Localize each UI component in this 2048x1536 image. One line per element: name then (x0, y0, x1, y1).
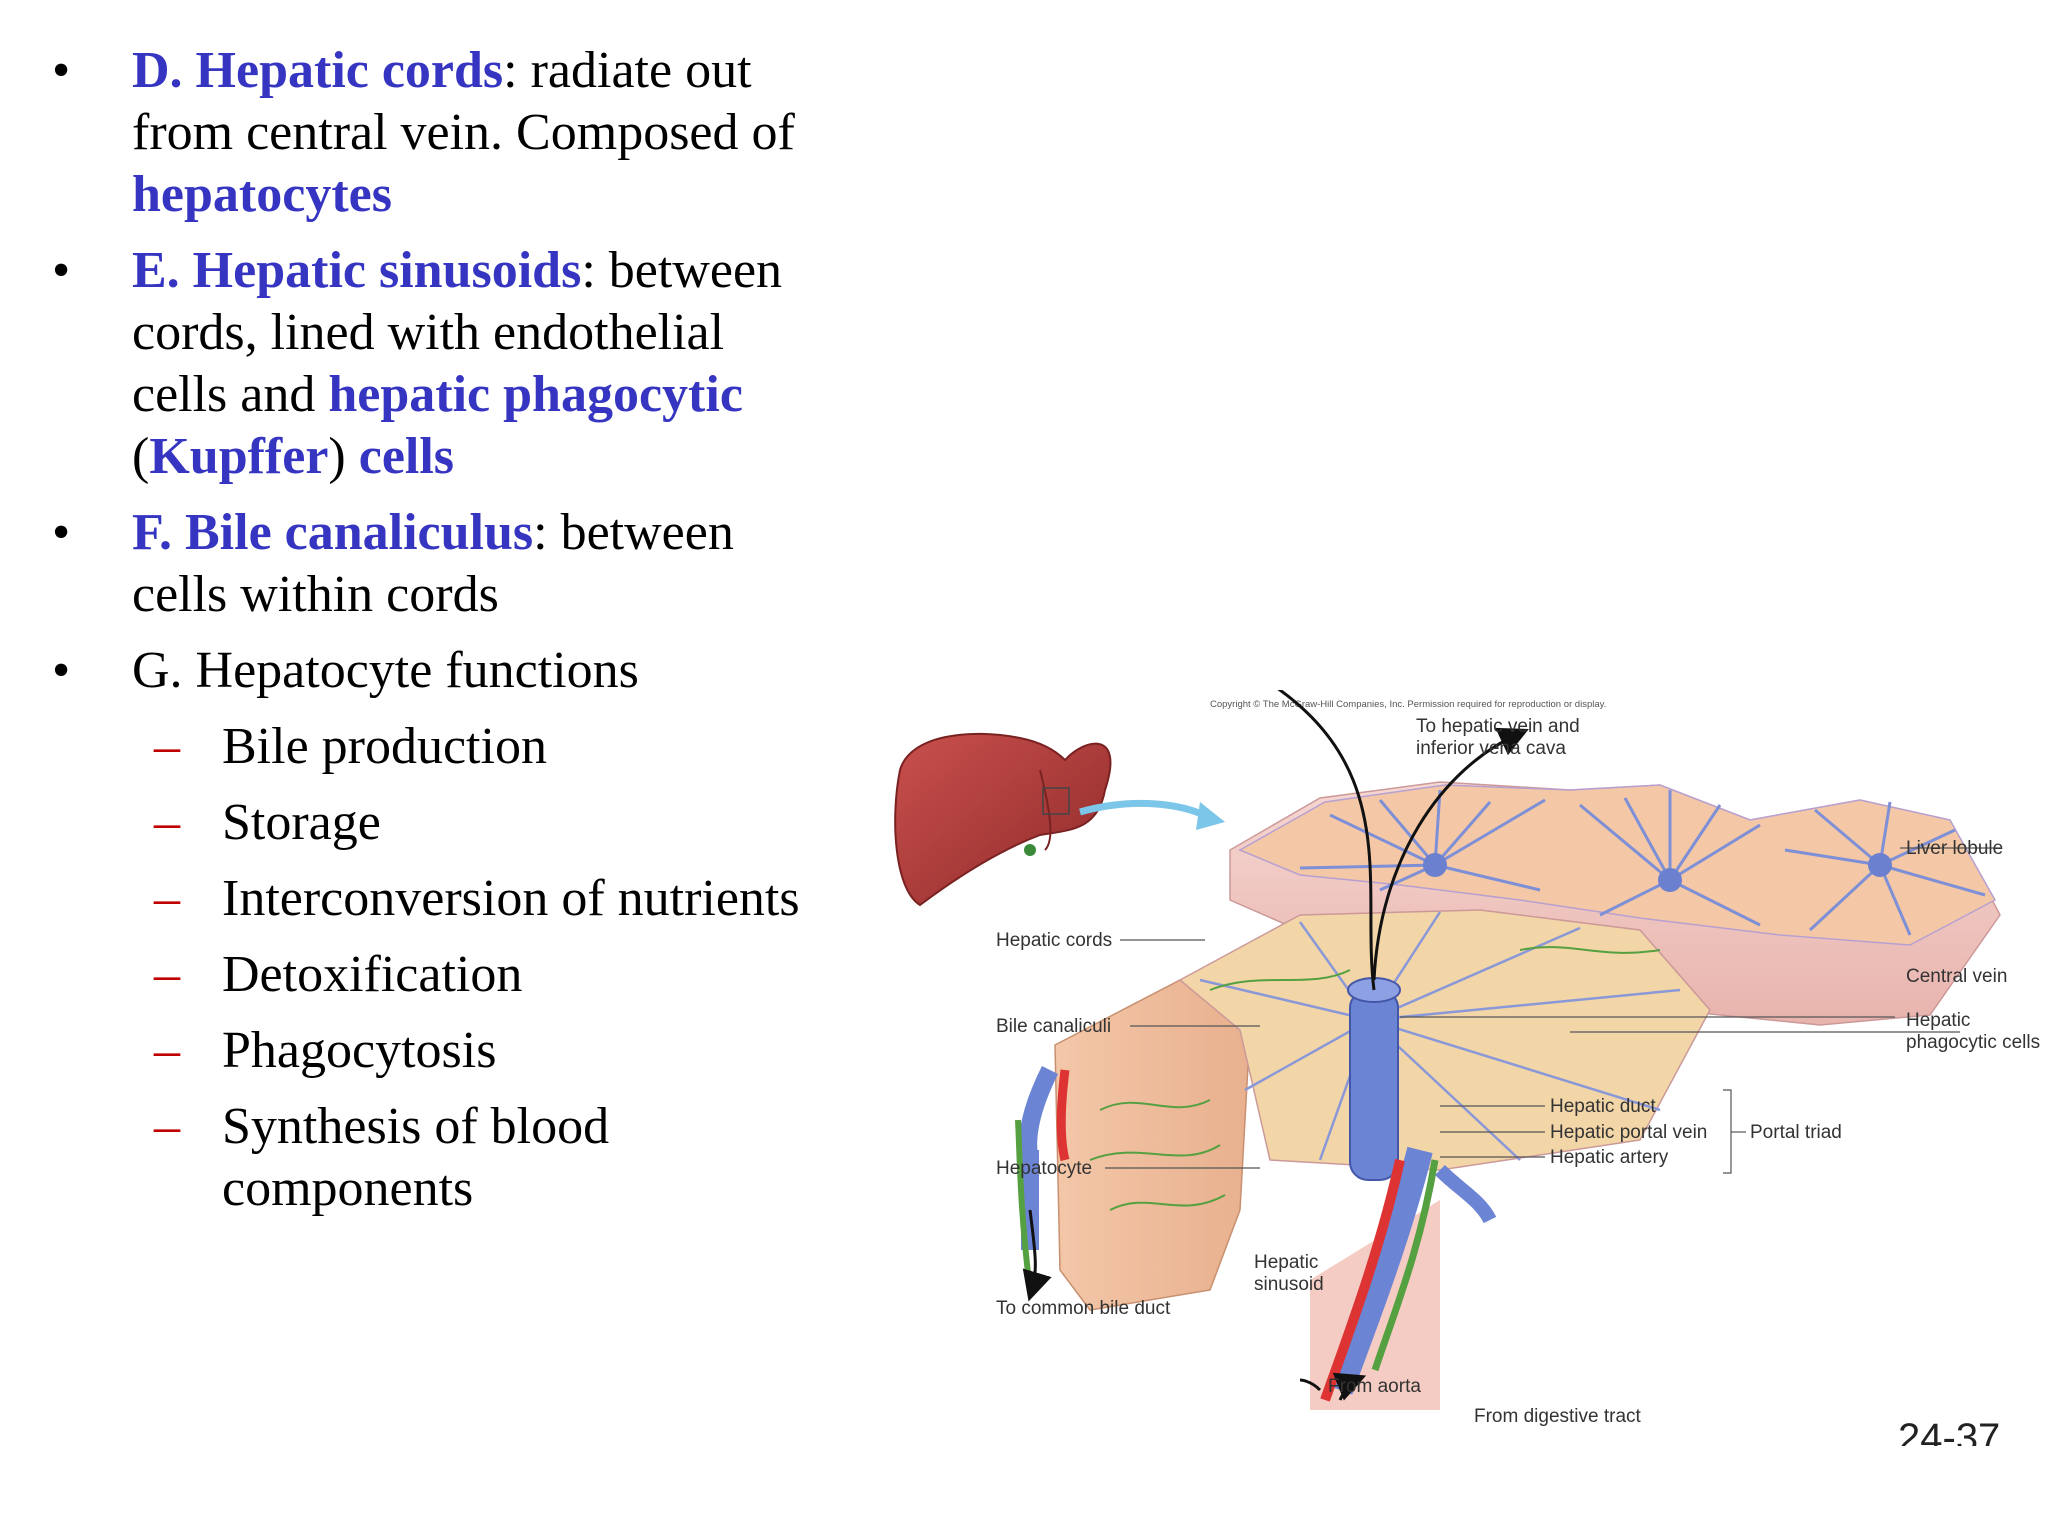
bullet-text: : between cells within cords (132, 504, 734, 623)
label-hepatic-cords: Hepatic cords (996, 930, 1112, 951)
bullet-hepatocyte-functions: • G. Hepatocyte functions –Bile producti… (50, 640, 830, 1220)
function-label: Storage (222, 794, 381, 851)
function-label: Detoxification (222, 946, 523, 1003)
lobule-block (1015, 690, 2001, 1410)
label-sinusoid: sinusoid (1254, 1274, 1324, 1295)
bullet-dot: • (52, 242, 71, 299)
label-hepatic-duct: Hepatic duct (1550, 1096, 1656, 1117)
label-hepatic-sinusoid: Hepatic (1254, 1252, 1318, 1273)
bullet-text: : between cords, lined with endothelial … (132, 242, 783, 423)
lobule-top (1238, 784, 1997, 946)
term-hepatocytes: hepatocytes (132, 166, 392, 223)
label-inferior-vena-cava: inferior vena cava (1416, 738, 1566, 759)
function-label: Phagocytosis (222, 1022, 497, 1079)
bullet-text: : radiate out from central vein. Compose… (132, 42, 795, 161)
arrow-from-aorta (1299, 1378, 1322, 1392)
label-liver-lobule: Liver lobule (1906, 838, 2003, 859)
term-hepatic-cords: D. Hepatic cords (132, 42, 504, 99)
bullet-text: G. Hepatocyte functions (132, 642, 639, 699)
label-portal-triad: Portal triad (1750, 1122, 1842, 1143)
bile-canaliculi-lines (1089, 946, 1661, 1211)
label-hepatic-portal-vein: Hepatic portal vein (1550, 1122, 1707, 1143)
leader-lines (1105, 847, 2000, 1174)
bullet-bile-canaliculus: • F. Bile canaliculus: between cells wit… (50, 502, 830, 626)
term-bile-canaliculus: F. Bile canaliculus (132, 504, 534, 561)
label-hepatocyte: Hepatocyte (996, 1158, 1092, 1179)
function-label: Interconversion of nutrients (222, 870, 800, 927)
label-phagocytic-cells: phagocytic cells (1906, 1032, 2040, 1053)
term-cells: cells (358, 428, 455, 485)
function-item: –Bile production (50, 716, 830, 778)
label-from-aorta: From aorta (1328, 1376, 1421, 1397)
liver-lobule-figure: Copyright © The McGraw-Hill Companies, I… (894, 690, 2040, 1427)
dash-marker: – (154, 1022, 180, 1079)
label-to-hepatic-vein: To hepatic vein and (1416, 716, 1580, 737)
function-label: Bile production (222, 718, 547, 775)
arrow-to-hepatic-vein (1277, 690, 1376, 991)
arrow-to-common-bile-duct (1022, 1209, 1052, 1302)
dash-marker: – (154, 718, 180, 775)
bullet-list: • D. Hepatic cords: radiate out from cen… (50, 40, 830, 1234)
dash-marker: – (154, 870, 180, 927)
arrow-up-to-vena-cava (1372, 727, 1529, 981)
bullet-dot: • (52, 504, 71, 561)
dash-marker: – (154, 946, 180, 1003)
portal-triad-left (1015, 1065, 1070, 1291)
label-hepatic-phagocytic: Hepatic (1906, 1010, 1970, 1031)
function-item: –Detoxification (50, 944, 830, 1006)
slide-number: 24-37 (1898, 1416, 2001, 1446)
arrow-from-digestive-tract (1332, 1372, 1367, 1401)
function-item: –Synthesis of blood components (50, 1096, 830, 1220)
bullet-hepatic-sinusoids: • E. Hepatic sinusoids: between cords, l… (50, 240, 830, 488)
bullet-hepatic-cords: • D. Hepatic cords: radiate out from cen… (50, 40, 830, 226)
bullet-text: ( (132, 428, 150, 485)
label-from-digestive-tract: From digestive tract (1474, 1406, 1642, 1427)
dash-marker: – (154, 794, 180, 851)
dash-marker: – (154, 1098, 180, 1155)
lobule-center (1423, 853, 1447, 877)
label-to-common-bile-duct: To common bile duct (996, 1298, 1171, 1319)
label-central-vein: Central vein (1906, 966, 2007, 987)
bullet-text: ) (328, 428, 359, 485)
cords-spokes (1199, 911, 1681, 1161)
function-item: –Interconversion of nutrients (50, 868, 830, 930)
label-hepatic-artery: Hepatic artery (1550, 1147, 1669, 1168)
cords-section (1178, 909, 1711, 1171)
bullet-dot: • (52, 642, 71, 699)
liver-illustration (894, 732, 1112, 907)
term-kupffer: Kupffer (149, 428, 329, 485)
term-hepatic-sinusoids: E. Hepatic sinusoids (132, 242, 582, 299)
bullet-dot: • (52, 42, 71, 99)
label-bile-canaliculi: Bile canaliculi (996, 1016, 1111, 1037)
zoom-arrow (1079, 799, 1212, 822)
function-item: –Phagocytosis (50, 1020, 830, 1082)
term-hepatic-phagocytic: hepatic phagocytic (328, 366, 743, 423)
function-item: –Storage (50, 792, 830, 854)
zoom-arrow-head (1196, 802, 1225, 830)
lobule-center (1658, 868, 1682, 892)
copyright-notice: Copyright © The McGraw-Hill Companies, I… (1210, 699, 1606, 710)
function-label: Synthesis of blood components (222, 1098, 610, 1217)
portal-triad-right (1310, 1146, 1497, 1410)
central-vein-vessel (1347, 977, 1401, 1181)
lobule-center (1868, 853, 1892, 877)
